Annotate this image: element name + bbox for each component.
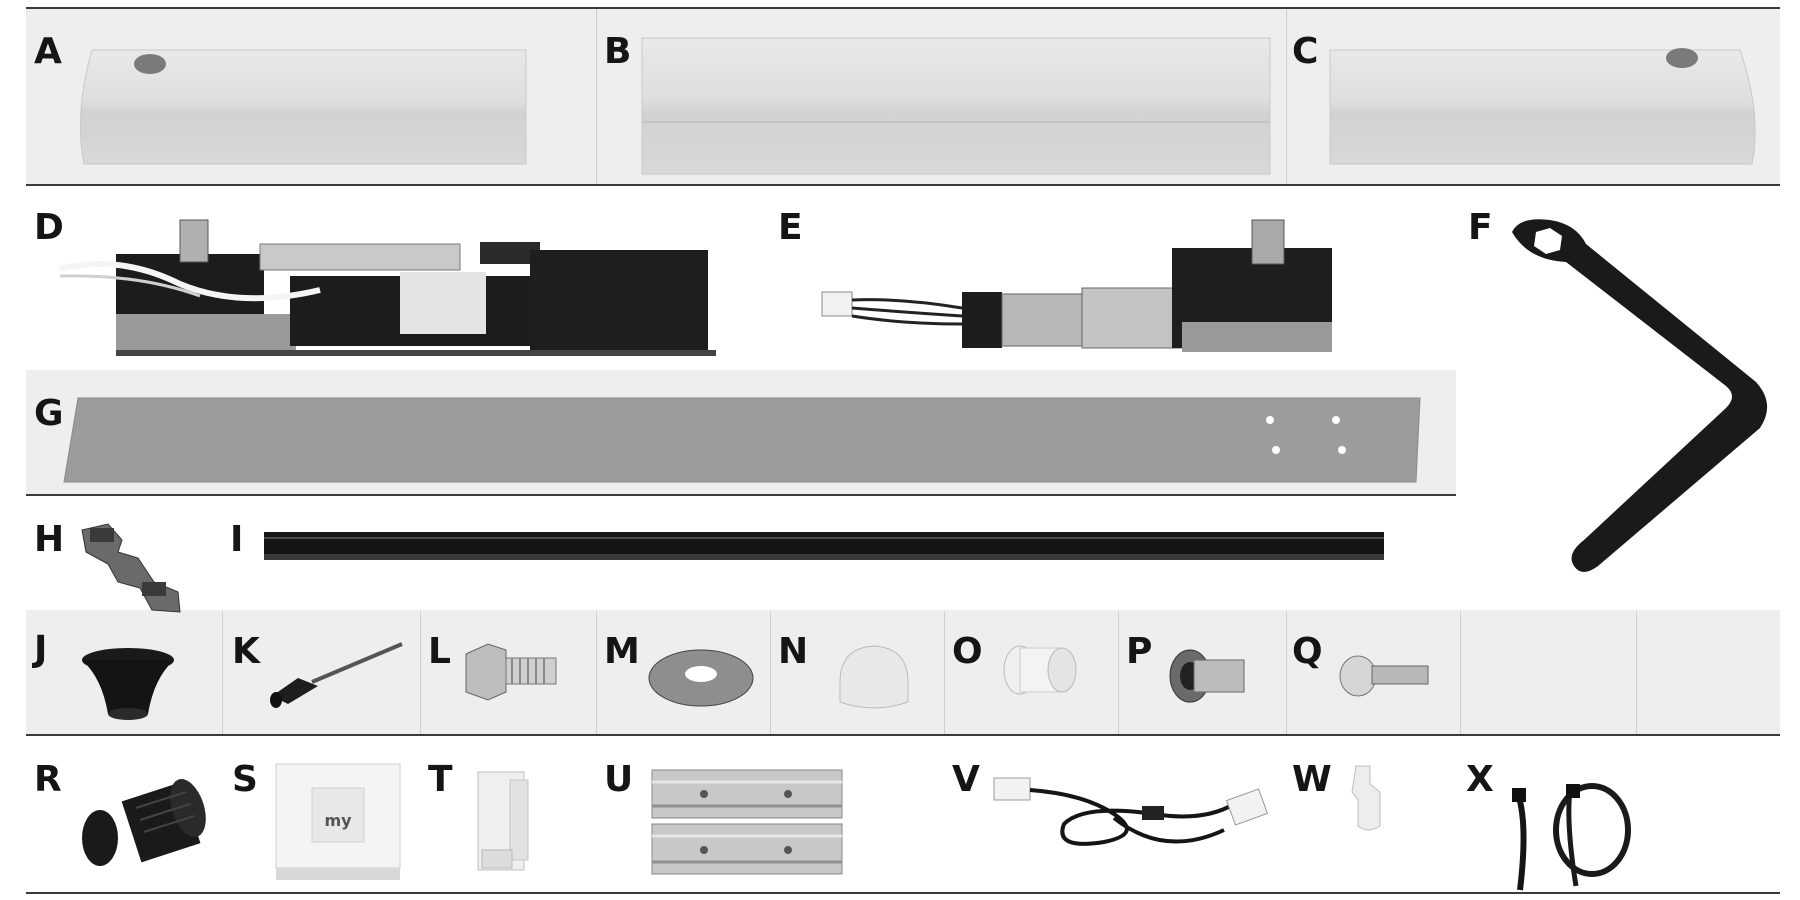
separator-lm (596, 611, 597, 734)
label-r: R (34, 759, 62, 800)
label-u: U (604, 759, 634, 800)
part-e-motor-unit (821, 219, 1332, 352)
part-x-cable-ties (1512, 783, 1631, 891)
label-v: V (952, 759, 980, 800)
label-c: C (1292, 31, 1319, 72)
rule-row1-bottom (26, 184, 1780, 186)
label-a: A (34, 31, 62, 72)
rule-row5-bottom (26, 734, 1780, 736)
part-v-cable (993, 777, 1269, 846)
part-w-clip (1351, 765, 1381, 831)
part-h-clip (81, 523, 181, 613)
part-t-bracket (477, 771, 529, 871)
part-k-rivet (270, 642, 403, 708)
label-e: E (778, 207, 803, 248)
separator-q-blank (1460, 611, 1461, 734)
part-m-washer (648, 649, 754, 707)
rule-row3-bottom (26, 494, 1456, 496)
separator-no (944, 611, 945, 734)
switch-my-label: my (324, 811, 352, 830)
label-d: D (34, 207, 64, 248)
part-b-middle-cover (641, 37, 1271, 175)
separator-bc (1286, 9, 1287, 184)
label-i: I (230, 519, 244, 560)
part-c-end-cover (1329, 48, 1756, 165)
label-n: N (778, 631, 809, 672)
separator-blank-blank (1636, 611, 1637, 734)
label-m: M (604, 631, 640, 672)
label-g: G (34, 393, 64, 434)
part-g-base-plate (63, 397, 1421, 483)
label-l: L (428, 631, 451, 672)
part-n-nut-cap (839, 645, 909, 709)
part-o-bushing (1003, 645, 1077, 695)
part-s-wall-switch: my (275, 763, 401, 880)
label-t: T (428, 759, 453, 800)
label-h: H (34, 519, 65, 560)
separator-ab (596, 9, 597, 184)
part-u-mounting-rails (651, 769, 843, 875)
label-b: B (604, 31, 632, 72)
separator-pq (1286, 611, 1287, 734)
label-f: F (1468, 207, 1493, 248)
part-f-release-key (1512, 219, 1768, 572)
label-k: K (232, 631, 260, 672)
part-l-bolt (465, 643, 557, 701)
rule-bottom (26, 892, 1780, 894)
separator-op (1118, 611, 1119, 734)
part-i-black-profile (264, 532, 1384, 560)
part-p-sleeve (1169, 649, 1245, 703)
label-x: X (1466, 759, 1494, 800)
part-r-end-caps (82, 779, 206, 866)
rule-top (26, 7, 1780, 9)
label-p: P (1126, 631, 1153, 672)
label-q: Q (1292, 631, 1323, 672)
label-o: O (952, 631, 983, 672)
part-a-end-cover (79, 49, 527, 165)
part-j-cap (82, 648, 174, 720)
label-s: S (232, 759, 258, 800)
separator-kl (420, 611, 421, 734)
label-j: J (34, 629, 48, 670)
separator-mn (770, 611, 771, 734)
part-d-motor-unit (59, 219, 716, 356)
part-q-screw (1339, 655, 1429, 697)
label-w: W (1292, 759, 1332, 800)
separator-jk (222, 611, 223, 734)
